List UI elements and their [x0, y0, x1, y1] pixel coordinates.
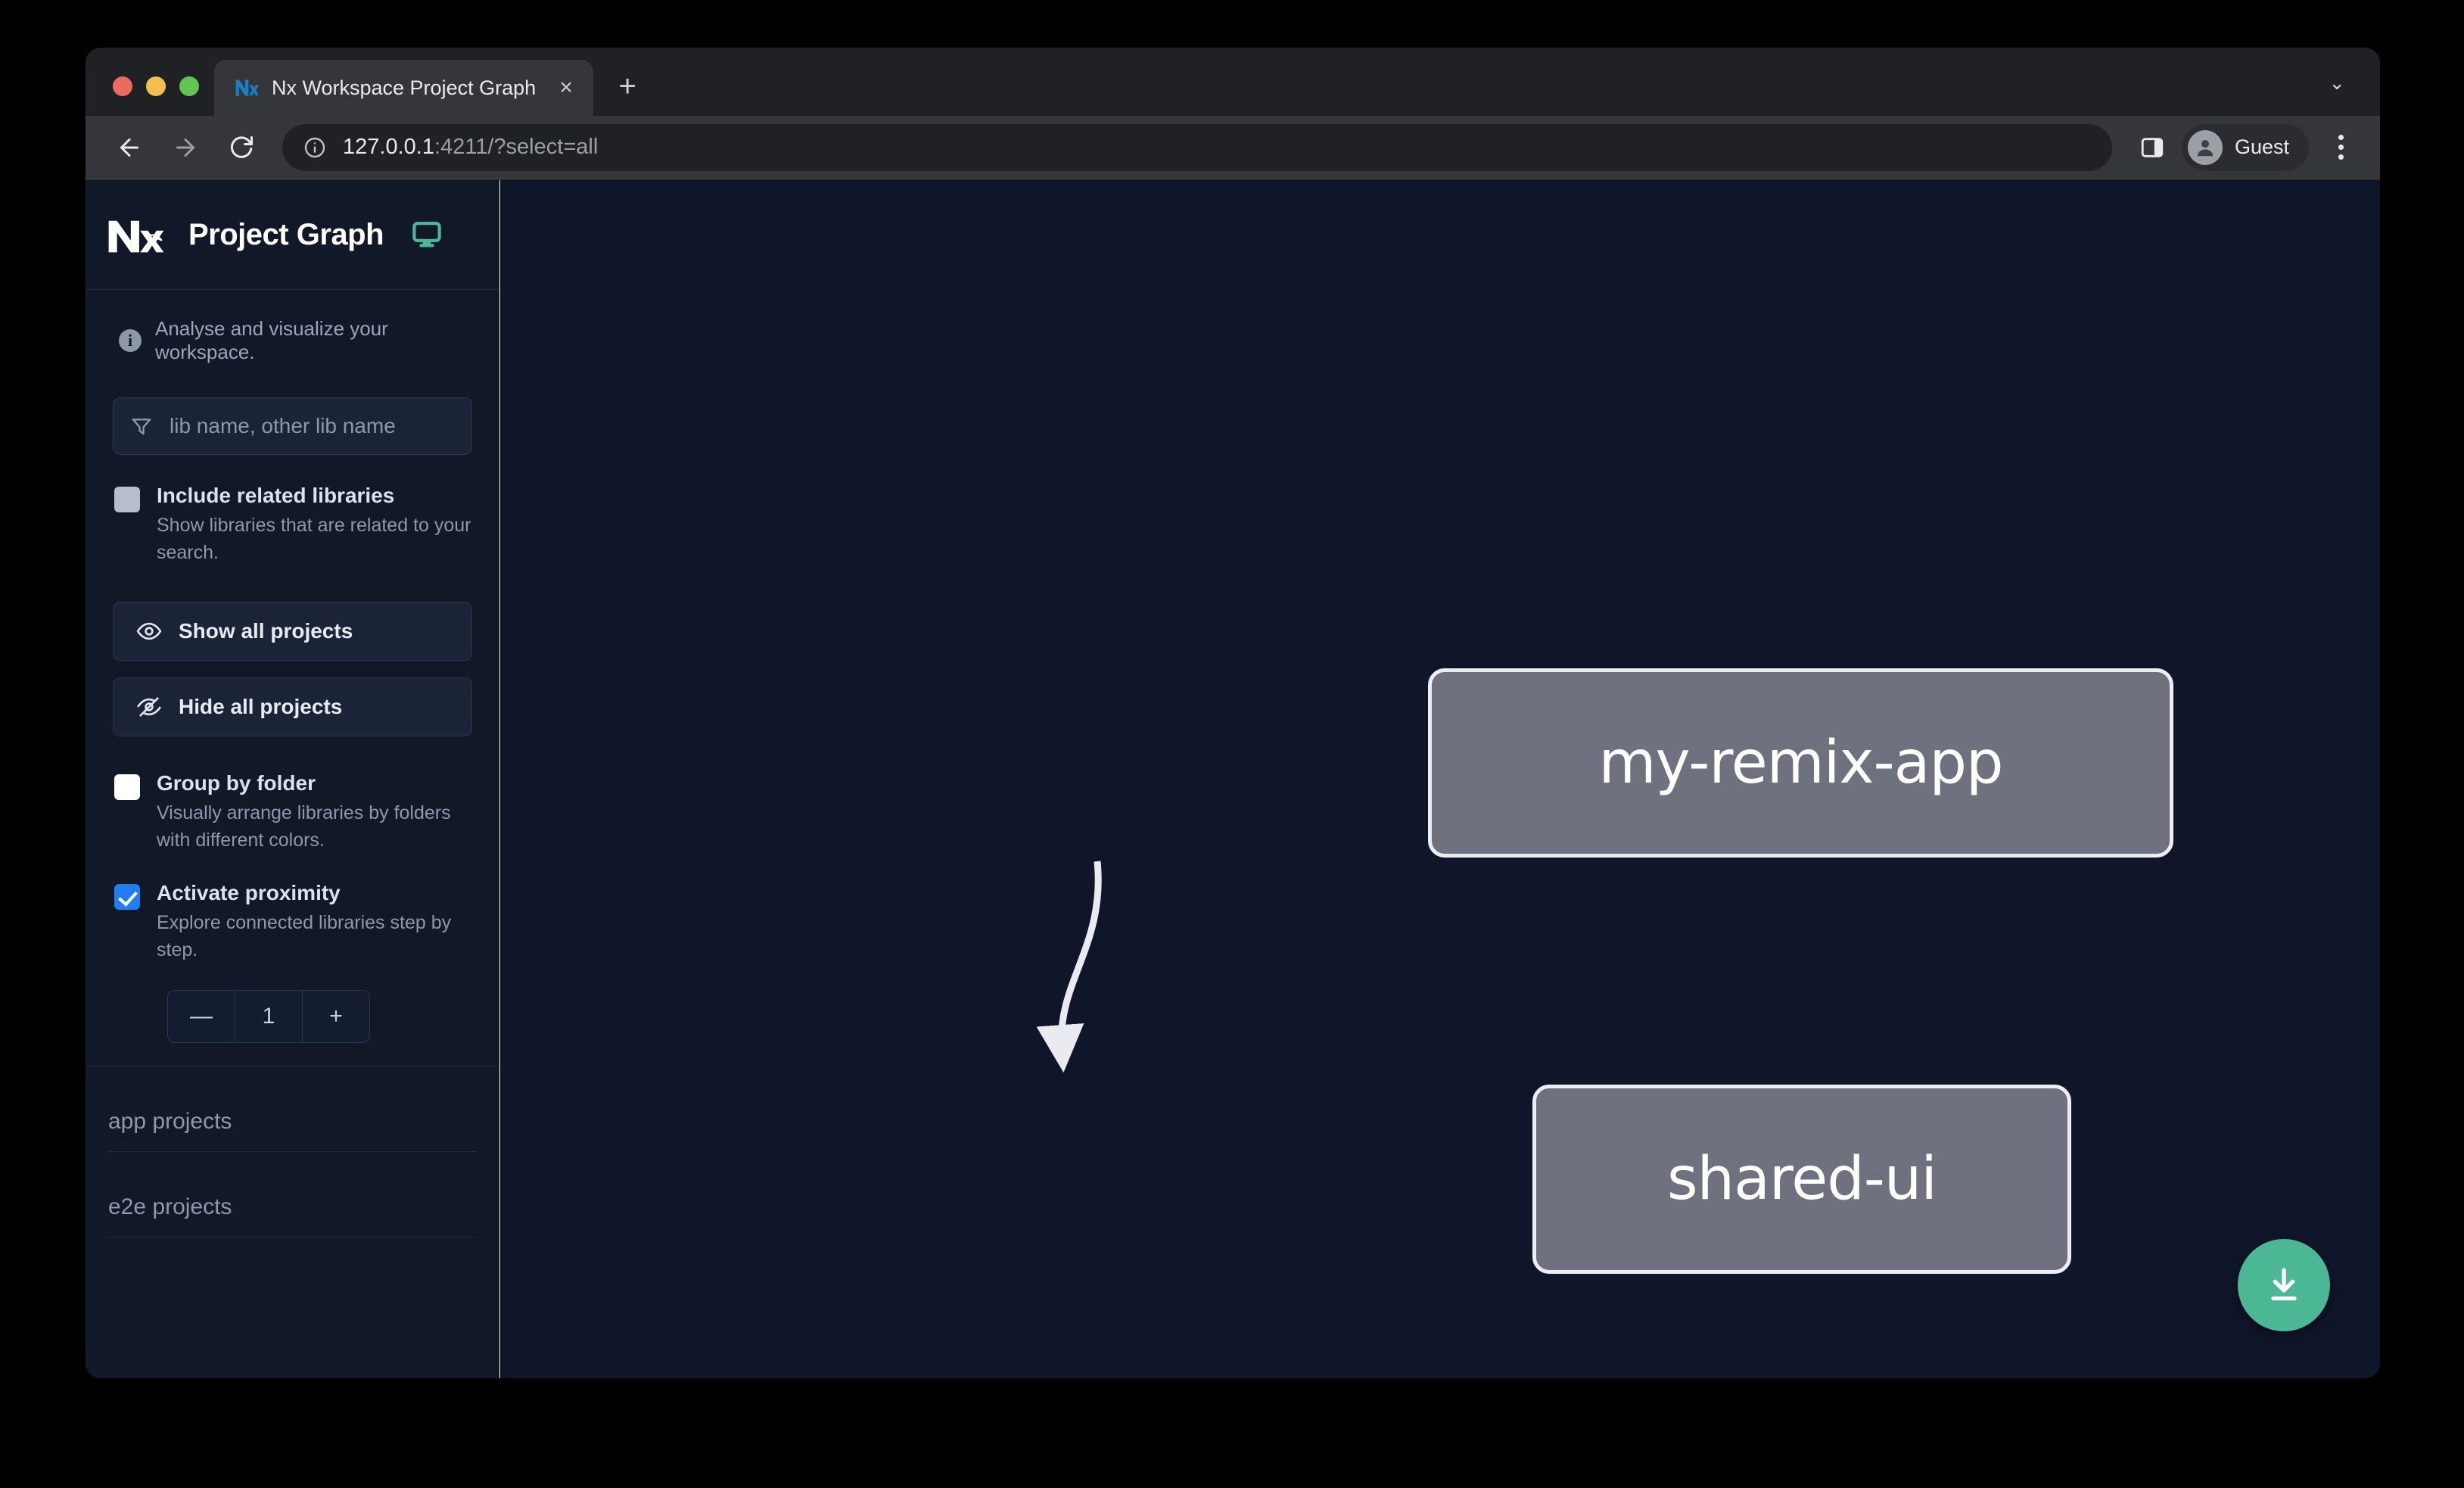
proximity-increment-button[interactable]: +: [329, 1003, 343, 1029]
option-group-by-folder[interactable]: Group by folder Visually arrange librari…: [108, 736, 477, 855]
option-include-related-libraries[interactable]: Include related libraries Show libraries…: [108, 455, 477, 567]
nx-logo-icon: [234, 76, 258, 100]
nx-logo-icon: [107, 215, 166, 254]
address-bar-url: 127.0.0.1:4211/?select=all: [343, 135, 598, 160]
address-bar[interactable]: 127.0.0.1:4211/?select=all: [282, 123, 2112, 171]
option-text: Activate proximity Explore connected lib…: [157, 879, 472, 964]
tab-strip: Nx Workspace Project Graph × + ⌄: [86, 48, 2380, 116]
option-activate-proximity[interactable]: Activate proximity Explore connected lib…: [108, 854, 477, 964]
app-projects-label: app projects: [108, 1109, 477, 1152]
kebab-dot: [2338, 135, 2344, 140]
graph-node-my-remix-app[interactable]: my-remix-app: [1428, 668, 2173, 858]
new-tab-button[interactable]: +: [618, 69, 636, 103]
project-section-e2e[interactable]: e2e projects: [108, 1152, 477, 1237]
option-description: Explore connected libraries step by step…: [157, 912, 452, 961]
person-icon: [2187, 129, 2223, 165]
proximity-value: 1: [235, 990, 303, 1042]
option-label: Activate proximity: [157, 881, 341, 904]
info-icon: i: [119, 329, 142, 352]
close-tab-button[interactable]: ×: [559, 75, 573, 100]
graph-node-label: shared-ui: [1667, 1145, 1937, 1213]
option-text: Group by folder Visually arrange librari…: [157, 770, 472, 855]
proximity-stepper: — 1 +: [167, 989, 370, 1043]
show-all-projects-label: Show all projects: [179, 618, 353, 643]
filter-box[interactable]: [113, 397, 472, 455]
profile-button[interactable]: Guest: [2181, 123, 2309, 171]
tagline: i Analyse and visualize your workspace.: [108, 290, 477, 387]
hide-all-projects-button[interactable]: Hide all projects: [113, 677, 472, 736]
page-title: Project Graph: [188, 217, 384, 251]
edge-my-remix-app-to-shared-ui: [1036, 861, 1102, 1073]
option-description: Show libraries that are related to your …: [157, 515, 471, 564]
option-label: Group by folder: [157, 770, 316, 795]
tab-title: Nx Workspace Project Graph: [272, 76, 537, 99]
kebab-menu-icon[interactable]: [2319, 124, 2362, 171]
graph-node-label: my-remix-app: [1598, 729, 2003, 797]
checkbox-group-by-folder[interactable]: [114, 774, 140, 800]
project-section-app[interactable]: app projects: [108, 1066, 477, 1152]
url-host: 127.0.0.1: [343, 135, 434, 159]
download-icon: [2271, 1268, 2297, 1301]
checkbox-activate-proximity[interactable]: [114, 884, 140, 910]
search-input[interactable]: [170, 414, 455, 438]
chevron-down-icon[interactable]: ⌄: [2329, 71, 2345, 94]
graph-node-shared-ui[interactable]: shared-ui: [1532, 1085, 2071, 1274]
option-label: Include related libraries: [157, 484, 395, 507]
project-graph-canvas[interactable]: my-remix-app shared-ui: [500, 180, 2380, 1378]
reload-icon[interactable]: [216, 122, 267, 173]
option-text: Include related libraries Show libraries…: [157, 482, 472, 567]
forward-arrow-icon[interactable]: [160, 122, 211, 173]
close-window-button[interactable]: [113, 76, 132, 96]
info-circle-icon[interactable]: [302, 135, 328, 160]
show-all-projects-button[interactable]: Show all projects: [113, 601, 472, 661]
option-description: Visually arrange libraries by folders wi…: [157, 802, 451, 851]
hide-all-projects-label: Hide all projects: [179, 694, 343, 718]
maximize-window-button[interactable]: [179, 76, 199, 96]
sidebar: Project Graph i Analyse and visualize yo…: [86, 180, 521, 1378]
profile-name: Guest: [2234, 135, 2289, 158]
browser-toolbar: 127.0.0.1:4211/?select=all Guest: [86, 116, 2380, 179]
back-arrow-icon[interactable]: [104, 122, 155, 173]
side-panel-icon[interactable]: [2129, 124, 2176, 171]
kebab-dot: [2338, 154, 2344, 160]
sidebar-body: i Analyse and visualize your workspace. …: [86, 290, 499, 1378]
minimize-window-button[interactable]: [146, 76, 166, 96]
visibility-button-group: Show all projects Hide all projects: [108, 567, 477, 736]
browser-tab[interactable]: Nx Workspace Project Graph ×: [214, 60, 594, 116]
sidebar-header: Project Graph: [86, 180, 499, 290]
tagline-text: Analyse and visualize your workspace.: [155, 317, 388, 363]
filter-funnel-icon: [130, 415, 153, 437]
checkbox-include-related-libraries[interactable]: [114, 487, 140, 512]
graph-edges: [1036, 861, 1102, 1073]
toolbar-right-group: Guest: [2129, 123, 2362, 171]
app-page: Project Graph i Analyse and visualize yo…: [86, 180, 2380, 1378]
download-button[interactable]: [2238, 1239, 2330, 1331]
kebab-dot: [2338, 145, 2344, 150]
window-traffic-lights: [86, 76, 214, 116]
e2e-projects-label: e2e projects: [108, 1194, 477, 1237]
proximity-decrement-button[interactable]: —: [190, 1003, 213, 1029]
browser-window: Nx Workspace Project Graph × + ⌄ 127.0.0…: [86, 48, 2380, 1378]
monitor-icon[interactable]: [411, 219, 443, 251]
url-path: :4211/?select=all: [434, 135, 599, 159]
